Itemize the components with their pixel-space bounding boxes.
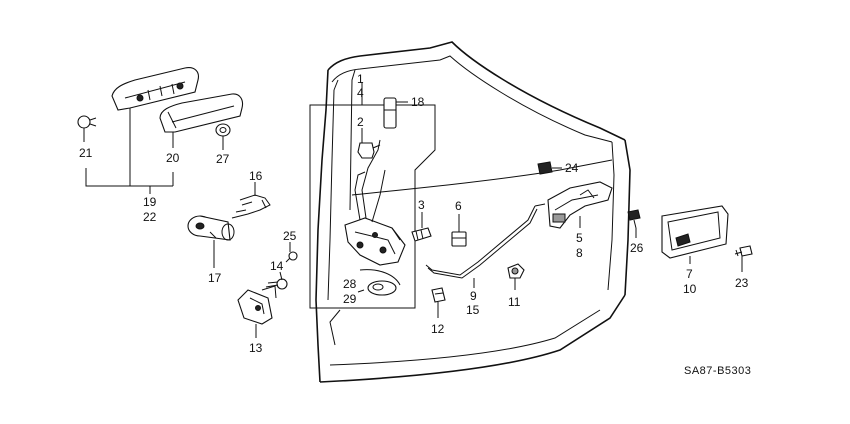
callout-19: 19 (143, 195, 157, 209)
callout-21: 21 (79, 146, 93, 160)
callout-27: 27 (216, 152, 230, 166)
leader-lines (83, 82, 743, 338)
callout-24: 24 (565, 161, 579, 175)
cap-27 (215, 123, 231, 137)
rod-9-15 (425, 203, 546, 279)
inside-handle (547, 181, 613, 229)
callout-6: 6 (455, 199, 462, 213)
clip-3 (411, 227, 432, 242)
callout-13: 13 (249, 341, 263, 355)
callout-5: 5 (576, 231, 583, 245)
callout-28: 28 (343, 277, 357, 291)
callout-1: 1 (357, 72, 364, 86)
lock-knob (357, 142, 381, 159)
rod-16 (231, 194, 271, 219)
key-cylinder-17 (187, 215, 235, 241)
handle-cover-20 (159, 93, 244, 133)
striker-13 (237, 285, 277, 325)
callout-11: 11 (508, 295, 521, 309)
clip-12 (431, 287, 446, 303)
callout-29: 29 (343, 292, 357, 306)
diagram-code: SA87-B5303 (684, 365, 751, 377)
callout-3: 3 (418, 198, 425, 212)
callout-9: 9 (470, 289, 477, 303)
clip-11 (507, 263, 525, 279)
bezel-24 (537, 161, 553, 175)
pull-pocket-7-10 (661, 205, 729, 259)
callout-7: 7 (686, 267, 693, 281)
callout-16: 16 (249, 169, 263, 183)
callout-8: 8 (576, 246, 583, 260)
callout-22: 22 (143, 210, 157, 224)
callout-labels: 1 4 18 2 21 20 27 19 22 16 17 25 14 13 3… (79, 72, 749, 355)
cover-28-29 (367, 280, 397, 296)
callout-20: 20 (166, 151, 180, 165)
screw-26 (627, 209, 641, 229)
callout-18: 18 (411, 95, 425, 109)
screw-23 (734, 245, 753, 257)
clip-6 (451, 231, 467, 247)
lock-assembly-bracket (309, 98, 436, 309)
callout-12: 12 (431, 322, 445, 336)
grommet-21 (77, 115, 97, 129)
callout-4: 4 (357, 86, 364, 100)
callout-23: 23 (735, 276, 749, 290)
callout-25: 25 (283, 229, 297, 243)
door-lock-assembly (344, 139, 406, 266)
callout-17: 17 (208, 271, 222, 285)
callout-15: 15 (466, 303, 480, 317)
callout-10: 10 (683, 282, 697, 296)
outside-handle (111, 67, 199, 111)
callout-26: 26 (630, 241, 644, 255)
door-panel (315, 41, 631, 383)
callout-2: 2 (357, 115, 364, 129)
bolt-25 (285, 251, 298, 263)
callout-14: 14 (270, 259, 284, 273)
lock-cylinder-18 (383, 97, 403, 129)
